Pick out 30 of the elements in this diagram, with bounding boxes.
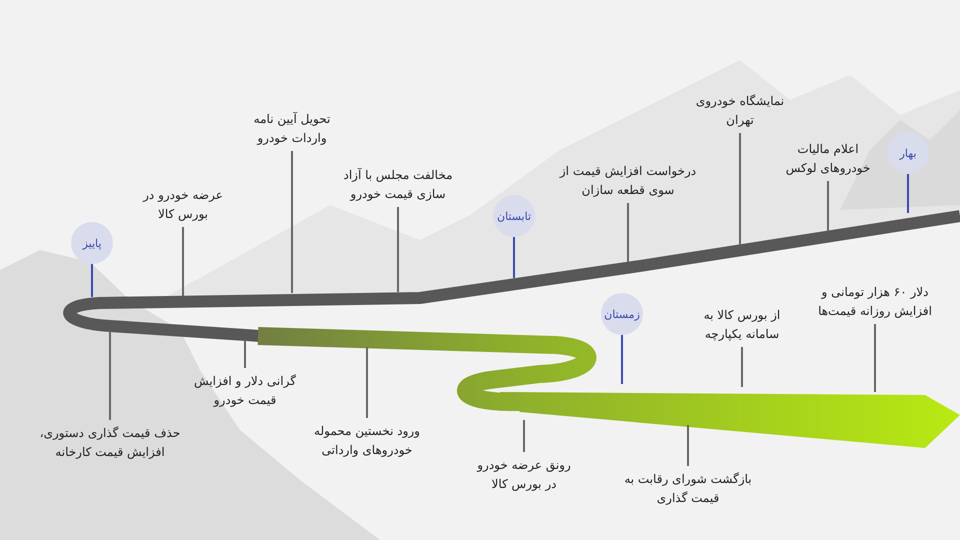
event-label: گرانی دلار و افزایش قیمت خودرو xyxy=(190,372,300,410)
event-label: بازگشت شورای رقابت به قیمت گذاری xyxy=(620,470,756,508)
pin-line xyxy=(907,174,909,213)
event-label: از بورس کالا به سامانه یکپارچه xyxy=(687,306,797,344)
leader-line xyxy=(874,324,876,392)
leader-line xyxy=(182,227,184,296)
event-label: دلار ۶۰ هزار تومانی و افزایش روزانه قیمت‌ها xyxy=(805,283,945,320)
leader-line xyxy=(291,151,293,293)
event-label: نمایشگاه خودروی تهران xyxy=(695,92,785,130)
pin-line xyxy=(621,335,623,384)
leader-line xyxy=(523,420,525,452)
leader-line xyxy=(366,347,368,418)
event-label: حذف قیمت گذاری دستوری، افزایش قیمت کارخانه xyxy=(22,424,198,462)
leader-line xyxy=(687,425,689,466)
event-label: تحویل آیین نامه واردات خودرو xyxy=(240,110,344,148)
event-label: رونق عرضه خودرو در بورس کالا xyxy=(474,456,574,494)
event-label: عرضه خودرو در بورس کالا xyxy=(140,186,226,224)
leader-line xyxy=(739,133,741,245)
event-label: درخواست افزایش قیمت از سوی قطعه سازان xyxy=(558,162,698,200)
pin-line xyxy=(513,237,515,278)
leader-line xyxy=(627,203,629,262)
leader-line xyxy=(244,340,246,368)
event-label: اعلام مالیات خودروهای لوکس xyxy=(778,140,878,178)
leader-line xyxy=(109,331,111,420)
leader-line xyxy=(827,181,829,231)
event-label: مخالفت مجلس با آزاد سازی قیمت خودرو xyxy=(328,166,468,204)
leader-line xyxy=(397,207,399,292)
event-label: ورود نخستین محموله خودروهای وارداتی xyxy=(292,422,442,460)
pin-line xyxy=(91,264,93,297)
leader-line xyxy=(741,347,743,387)
